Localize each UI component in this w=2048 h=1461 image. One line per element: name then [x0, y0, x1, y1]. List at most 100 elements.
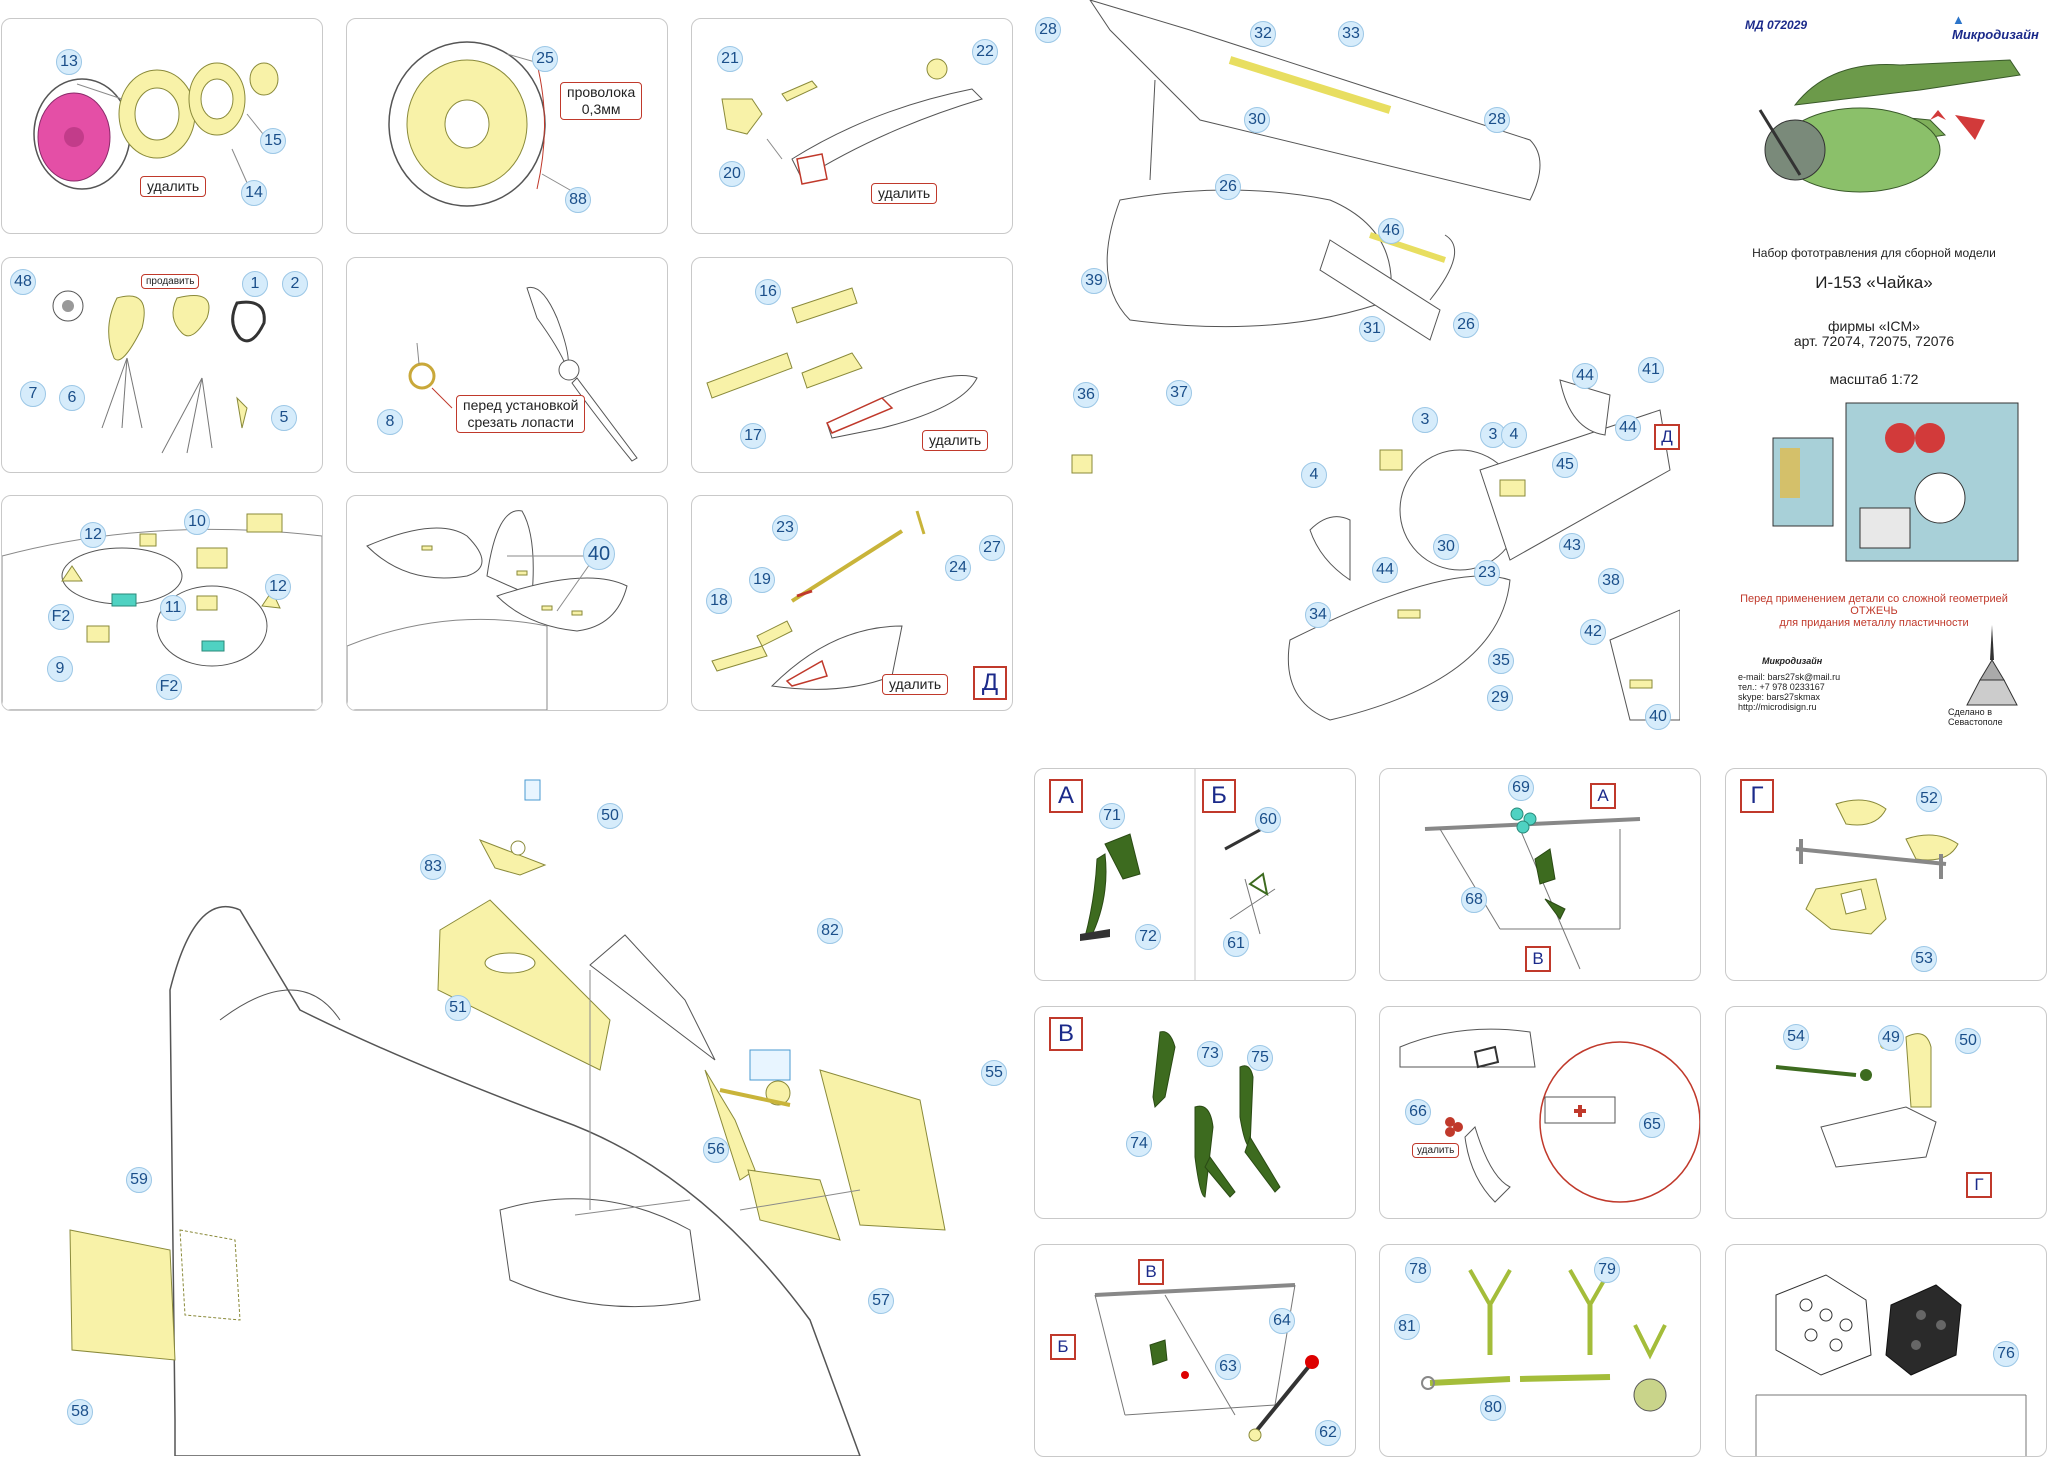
callout-76: 76	[1993, 1341, 2019, 1367]
callout-1: 1	[242, 271, 268, 297]
brand-mark: ▲	[1952, 12, 1965, 27]
detail-V-drawing	[1152, 1031, 1281, 1198]
callout-4b: 4	[1301, 462, 1327, 488]
callout-30b: 30	[1433, 534, 1459, 560]
callout-15: 15	[260, 128, 286, 154]
detail-controls-drawing	[1094, 1283, 1319, 1442]
letter-A: А	[1049, 779, 1083, 813]
callout-28b: 28	[1484, 107, 1510, 133]
callout-44: 44	[1572, 363, 1598, 389]
callout-8: 8	[377, 409, 403, 435]
product-code: МД 072029	[1745, 18, 1808, 32]
callout-26: 26	[1215, 174, 1241, 200]
struts-drawing	[711, 510, 926, 690]
callout-36: 36	[1073, 382, 1099, 408]
callout-45: 45	[1552, 452, 1578, 478]
callout-10: 10	[184, 509, 210, 535]
callout-12b: 12	[265, 574, 291, 600]
letter-G: Г	[1740, 779, 1774, 813]
callout-72: 72	[1135, 924, 1161, 950]
callout-53: 53	[1911, 946, 1937, 972]
callout-39: 39	[1081, 268, 1107, 294]
detail-belts-drawing	[1421, 1269, 1667, 1412]
callout-31: 31	[1359, 316, 1385, 342]
callout-12: 12	[80, 522, 106, 548]
letter-B: Б	[1202, 779, 1236, 813]
panel-detail-belts: 78 79 81 80	[1379, 1244, 1701, 1457]
panel-tail-struts: 23 27 19 24 18 удалить Д	[691, 495, 1013, 711]
small-brand: Микродизайн	[1762, 656, 1823, 666]
note-remove: удалить	[882, 674, 949, 695]
callout-F2: F2	[48, 604, 74, 630]
callout-21: 21	[717, 46, 743, 72]
callout-43: 43	[1559, 533, 1585, 559]
note-press: продавить	[141, 274, 200, 289]
detail-frame-drawing	[1424, 807, 1641, 970]
callout-50: 50	[1955, 1028, 1981, 1054]
aircraft-assembly: 28 32 33 30 28 26 46 39 31 26 36 37 44 4…	[1030, 0, 1681, 730]
callout-40b: 40	[1645, 704, 1671, 730]
callout-82: 82	[817, 918, 843, 944]
callout-42: 42	[1580, 619, 1606, 645]
flaps-drawing	[706, 287, 978, 439]
panel-detail-seat: 54 49 50 Г	[1725, 1006, 2047, 1219]
callout-22: 22	[972, 39, 998, 65]
aircraft-render	[1758, 59, 2021, 193]
contact-phone: тел.: +7 978 0233167	[1738, 682, 1825, 692]
contact-skype: skype: bars27skmax	[1738, 692, 1821, 702]
gear-drawing	[721, 58, 983, 185]
callout-23: 23	[772, 515, 798, 541]
panel-detail-panel76: 76	[1725, 1244, 2047, 1457]
warning-line3: для придания металлу пластичности	[1779, 617, 1969, 629]
callout-49: 49	[1878, 1025, 1904, 1051]
callout-59: 59	[126, 1167, 152, 1193]
callout-5: 5	[271, 405, 297, 431]
panel-engine-wire: 25 88 проволока 0,3мм	[346, 18, 668, 234]
callout-51: 51	[445, 995, 471, 1021]
detail-instrument-drawing	[1399, 1028, 1700, 1203]
info-column: МД 072029 ▲ Микродизайн Набор фототравле…	[1700, 0, 2048, 730]
panel-detail-G: Г 52 53	[1725, 768, 2047, 981]
letter-B: Б	[1050, 1334, 1076, 1360]
letter-V: В	[1525, 946, 1551, 972]
callout-9: 9	[47, 656, 73, 682]
detail-A-B-drawing	[1080, 769, 1281, 980]
callout-37: 37	[1166, 380, 1192, 406]
letter-V: В	[1138, 1259, 1164, 1285]
callout-32: 32	[1250, 21, 1276, 47]
callout-33: 33	[1338, 21, 1364, 47]
callout-83: 83	[420, 854, 446, 880]
panel-mirrors: 48 продавить 1 2 7 6 5	[1, 257, 323, 473]
warning-line1: Перед применением детали со сложной геом…	[1740, 593, 2008, 605]
kit-description: Набор фототравления для сборной модели	[1752, 246, 1996, 260]
warning-line2: ОТЖЕЧЬ	[1850, 605, 1898, 617]
callout-11: 11	[160, 595, 186, 621]
panel-landing-gear: 21 22 20 удалить	[691, 18, 1013, 234]
callout-3: 3	[1412, 407, 1438, 433]
engine-front-drawing	[33, 62, 279, 195]
callout-64: 64	[1269, 1308, 1295, 1334]
panel-detail-V: В 73 75 74	[1034, 1006, 1356, 1219]
note-cut-blades: перед установкой срезать лопасти	[456, 395, 586, 433]
panel-fuselage-top: 10 12 12 F2 11 F2 9	[1, 495, 323, 711]
callout-35: 35	[1488, 648, 1514, 674]
callout-19: 19	[749, 567, 775, 593]
callout-41: 41	[1638, 357, 1664, 383]
callout-48: 48	[10, 269, 36, 295]
cockpit-assembly: 50 83 82 51 55 56 59 57 58	[0, 760, 1020, 1457]
callout-40: 40	[583, 538, 615, 570]
callout-54: 54	[1783, 1024, 1809, 1050]
brand-name: Микродизайн	[1952, 27, 2039, 42]
kit-articles: арт. 72074, 72075, 72076	[1793, 333, 1955, 349]
callout-58: 58	[67, 1399, 93, 1425]
detail-G-drawing	[1795, 799, 1959, 935]
callout-46: 46	[1378, 218, 1404, 244]
callout-57: 57	[868, 1288, 894, 1314]
callout-13: 13	[56, 49, 82, 75]
callout-88: 88	[565, 187, 591, 213]
callout-30: 30	[1244, 107, 1270, 133]
letter-G: Г	[1966, 1172, 1992, 1198]
panel-detail-frame: 69 68 А В	[1379, 768, 1701, 981]
mirrors-drawing	[52, 290, 266, 454]
panel-propeller: 8 перед установкой срезать лопасти	[346, 257, 668, 473]
